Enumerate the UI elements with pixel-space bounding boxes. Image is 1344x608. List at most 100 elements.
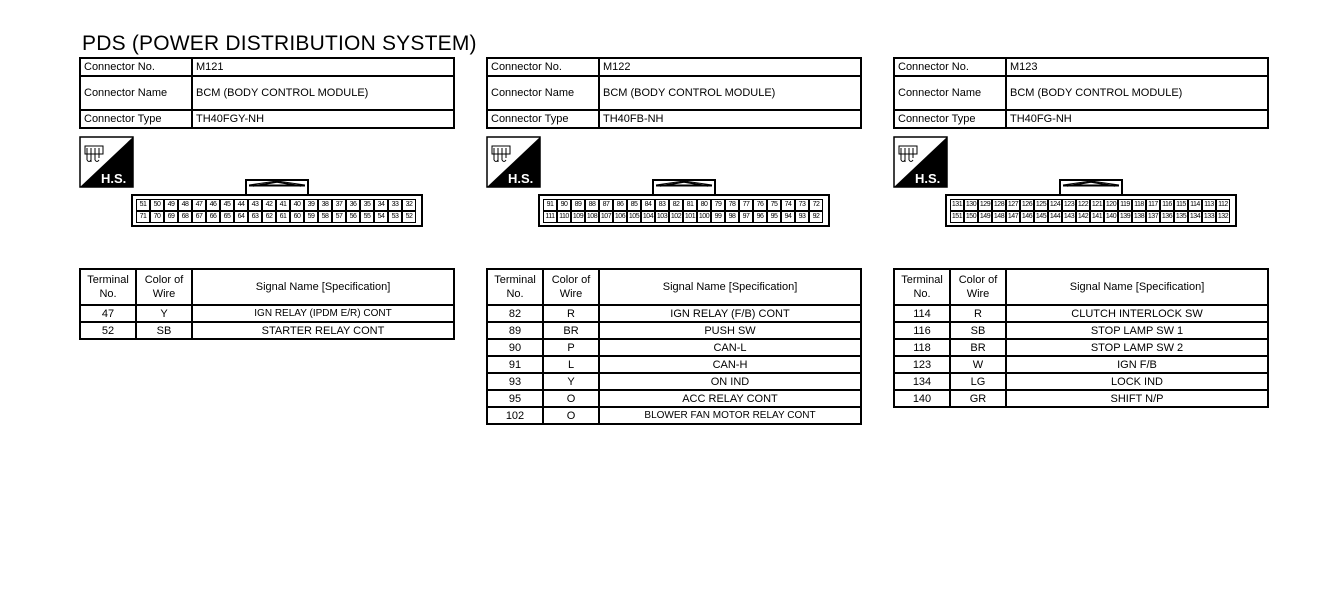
pin: 66 [206, 211, 220, 223]
pin: 106 [613, 211, 627, 223]
pin: 149 [978, 211, 992, 223]
pin: 67 [192, 211, 206, 223]
pin: 103 [655, 211, 669, 223]
wire-color-cell: O [542, 389, 600, 408]
connector-type-value: TH40FB-NH [598, 109, 862, 129]
pin: 61 [276, 211, 290, 223]
pin: 55 [360, 211, 374, 223]
signal-name-cell: BLOWER FAN MOTOR RELAY CONT [598, 406, 862, 425]
wire-color-cell: GR [949, 389, 1007, 408]
hs-label: H.S. [915, 171, 940, 186]
pin: 52 [402, 211, 416, 223]
signal-name-cell: ON IND [598, 372, 862, 391]
pin: 151 [950, 211, 964, 223]
pin: 119 [1118, 199, 1132, 211]
terminal-no-header: Terminal No. [893, 268, 951, 306]
pin: 134 [1188, 211, 1202, 223]
pin: 56 [346, 211, 360, 223]
pin: 124 [1048, 199, 1062, 211]
pin: 131 [950, 199, 964, 211]
pin: 41 [276, 199, 290, 211]
pin: 80 [697, 199, 711, 211]
connector-latch [652, 179, 716, 196]
pin: 121 [1090, 199, 1104, 211]
pin: 43 [248, 199, 262, 211]
pin: 101 [683, 211, 697, 223]
pin: 122 [1076, 199, 1090, 211]
pin: 69 [164, 211, 178, 223]
pin: 95 [767, 211, 781, 223]
pin: 59 [304, 211, 318, 223]
pin: 144 [1048, 211, 1062, 223]
pin: 147 [1006, 211, 1020, 223]
connector-latch [245, 179, 309, 196]
signal-name-header: Signal Name [Specification] [1005, 268, 1269, 306]
pin: 71 [136, 211, 150, 223]
wire-color-cell: W [949, 355, 1007, 374]
pin: 73 [795, 199, 809, 211]
harness-side-icon: H.S. [893, 136, 948, 188]
terminal-no-cell: 114 [893, 304, 951, 323]
connector-no-value: M121 [191, 57, 455, 77]
signal-name-cell: CLUTCH INTERLOCK SW [1005, 304, 1269, 323]
pin: 97 [739, 211, 753, 223]
pin: 40 [290, 199, 304, 211]
terminal-no-cell: 89 [486, 321, 544, 340]
connector-no-label: Connector No. [486, 57, 600, 77]
wire-color-cell: P [542, 338, 600, 357]
pin: 99 [711, 211, 725, 223]
pin: 68 [178, 211, 192, 223]
terminal-no-cell: 123 [893, 355, 951, 374]
color-of-wire-header: Color of Wire [135, 268, 193, 306]
pin: 42 [262, 199, 276, 211]
pin: 35 [360, 199, 374, 211]
pin: 57 [332, 211, 346, 223]
pin: 64 [234, 211, 248, 223]
pin: 113 [1202, 199, 1216, 211]
pin: 140 [1104, 211, 1118, 223]
connector-name-value: BCM (BODY CONTROL MODULE) [598, 75, 862, 111]
connector-type-label: Connector Type [79, 109, 193, 129]
pin: 78 [725, 199, 739, 211]
pin: 53 [388, 211, 402, 223]
pin: 33 [388, 199, 402, 211]
pin: 86 [613, 199, 627, 211]
signal-name-cell: STARTER RELAY CONT [191, 321, 455, 340]
pin: 130 [964, 199, 978, 211]
pin: 48 [178, 199, 192, 211]
pin: 107 [599, 211, 613, 223]
terminal-no-cell: 82 [486, 304, 544, 323]
page-title: PDS (POWER DISTRIBUTION SYSTEM) [82, 32, 477, 55]
pin: 70 [150, 211, 164, 223]
pin: 105 [627, 211, 641, 223]
pin: 36 [346, 199, 360, 211]
pin: 129 [978, 199, 992, 211]
pin: 127 [1006, 199, 1020, 211]
pin: 38 [318, 199, 332, 211]
pin: 87 [599, 199, 613, 211]
pin: 45 [220, 199, 234, 211]
connector-name-value: BCM (BODY CONTROL MODULE) [191, 75, 455, 111]
signal-name-header: Signal Name [Specification] [598, 268, 862, 306]
pin: 117 [1146, 199, 1160, 211]
terminal-no-header: Terminal No. [79, 268, 137, 306]
signal-name-cell: LOCK IND [1005, 372, 1269, 391]
wire-color-cell: LG [949, 372, 1007, 391]
pin: 141 [1090, 211, 1104, 223]
terminal-no-header: Terminal No. [486, 268, 544, 306]
